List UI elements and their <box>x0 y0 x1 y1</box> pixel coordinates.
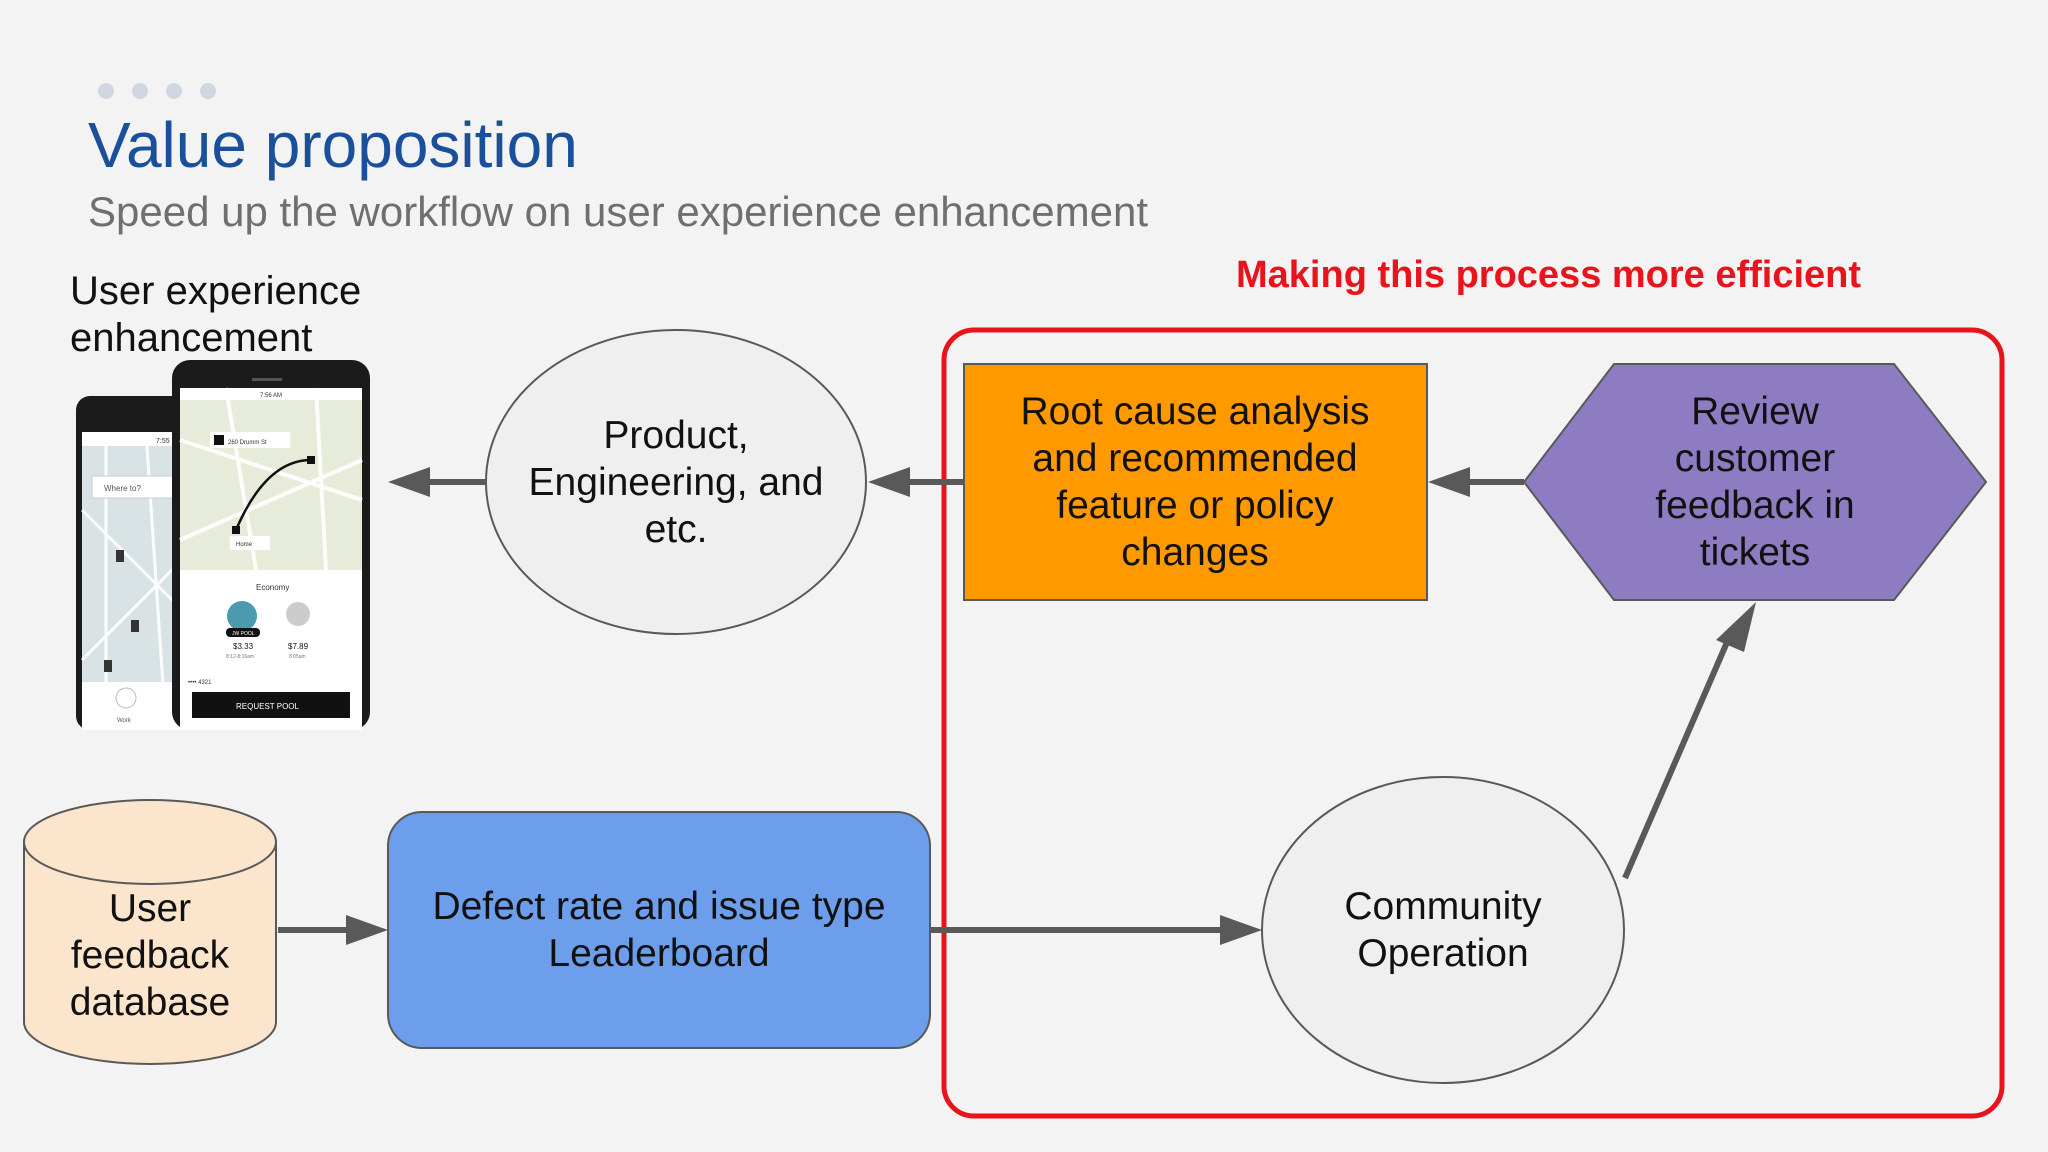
feedback-database-label: User feedback database <box>69 886 231 1024</box>
destination-text: 260 Drumm St <box>228 440 267 446</box>
dot <box>132 83 148 99</box>
arrowhead <box>388 467 430 497</box>
phone-caption: User experience enhancement <box>70 269 362 360</box>
slide-title: Value proposition <box>88 109 578 181</box>
arrowhead <box>1716 602 1756 652</box>
front-phone-time: 7:56 AM <box>260 393 282 399</box>
request-pool-label: REQUEST POOL <box>236 702 300 711</box>
highlight-frame <box>941 327 2005 1119</box>
highlight-label: Making this process more efficient <box>1236 254 1862 296</box>
where-to-text: Where to? <box>104 484 141 493</box>
root-cause-node <box>963 363 1428 601</box>
pool-eta: 8:12-8:16am <box>226 654 254 660</box>
root-cause-label: Root cause analysis and recommended feat… <box>1020 390 1370 574</box>
review-feedback-node <box>1522 363 1988 601</box>
pool-car-icon <box>227 601 257 631</box>
x-price: $7.89 <box>288 642 309 651</box>
pool-price: $3.33 <box>233 642 254 651</box>
arrow-ops-to-review <box>1622 638 1731 880</box>
leaderboard-node <box>387 811 931 1049</box>
request-pool-button <box>192 692 350 718</box>
dot <box>166 83 182 99</box>
product-engineering-label: Product, Engineering, and etc. <box>528 413 824 551</box>
x-eta: 8:05am <box>289 654 306 660</box>
arrowhead <box>1428 467 1470 497</box>
home-text: Home <box>236 542 253 548</box>
community-operation-node <box>1261 776 1625 1084</box>
phone-mockup: 7:55 Where to? Work 7:56 AM 260 Drumm St… <box>76 360 370 730</box>
arrowhead <box>346 915 388 945</box>
work-icon <box>115 687 137 709</box>
feedback-database-node <box>23 799 277 1065</box>
payment-card: •••• 4321 <box>188 680 212 686</box>
review-feedback-label: Review customer feedback in tickets <box>1655 390 1855 574</box>
x-car-icon <box>286 602 310 626</box>
dot <box>200 83 216 99</box>
leaderboard-label: Defect rate and issue type Leaderboard <box>432 885 886 975</box>
arrowhead <box>1220 915 1262 945</box>
pool-badge: JW POOL <box>232 631 255 637</box>
community-operation-label: Community Operation <box>1344 885 1542 975</box>
slide-dots <box>98 83 216 99</box>
economy-label: Economy <box>256 583 289 592</box>
arrowhead <box>868 467 910 497</box>
work-label: Work <box>117 718 132 724</box>
back-phone-time: 7:55 <box>156 438 170 445</box>
slide-subtitle: Speed up the workflow on user experience… <box>88 188 1149 235</box>
dot <box>98 83 114 99</box>
product-engineering-node <box>485 329 867 635</box>
